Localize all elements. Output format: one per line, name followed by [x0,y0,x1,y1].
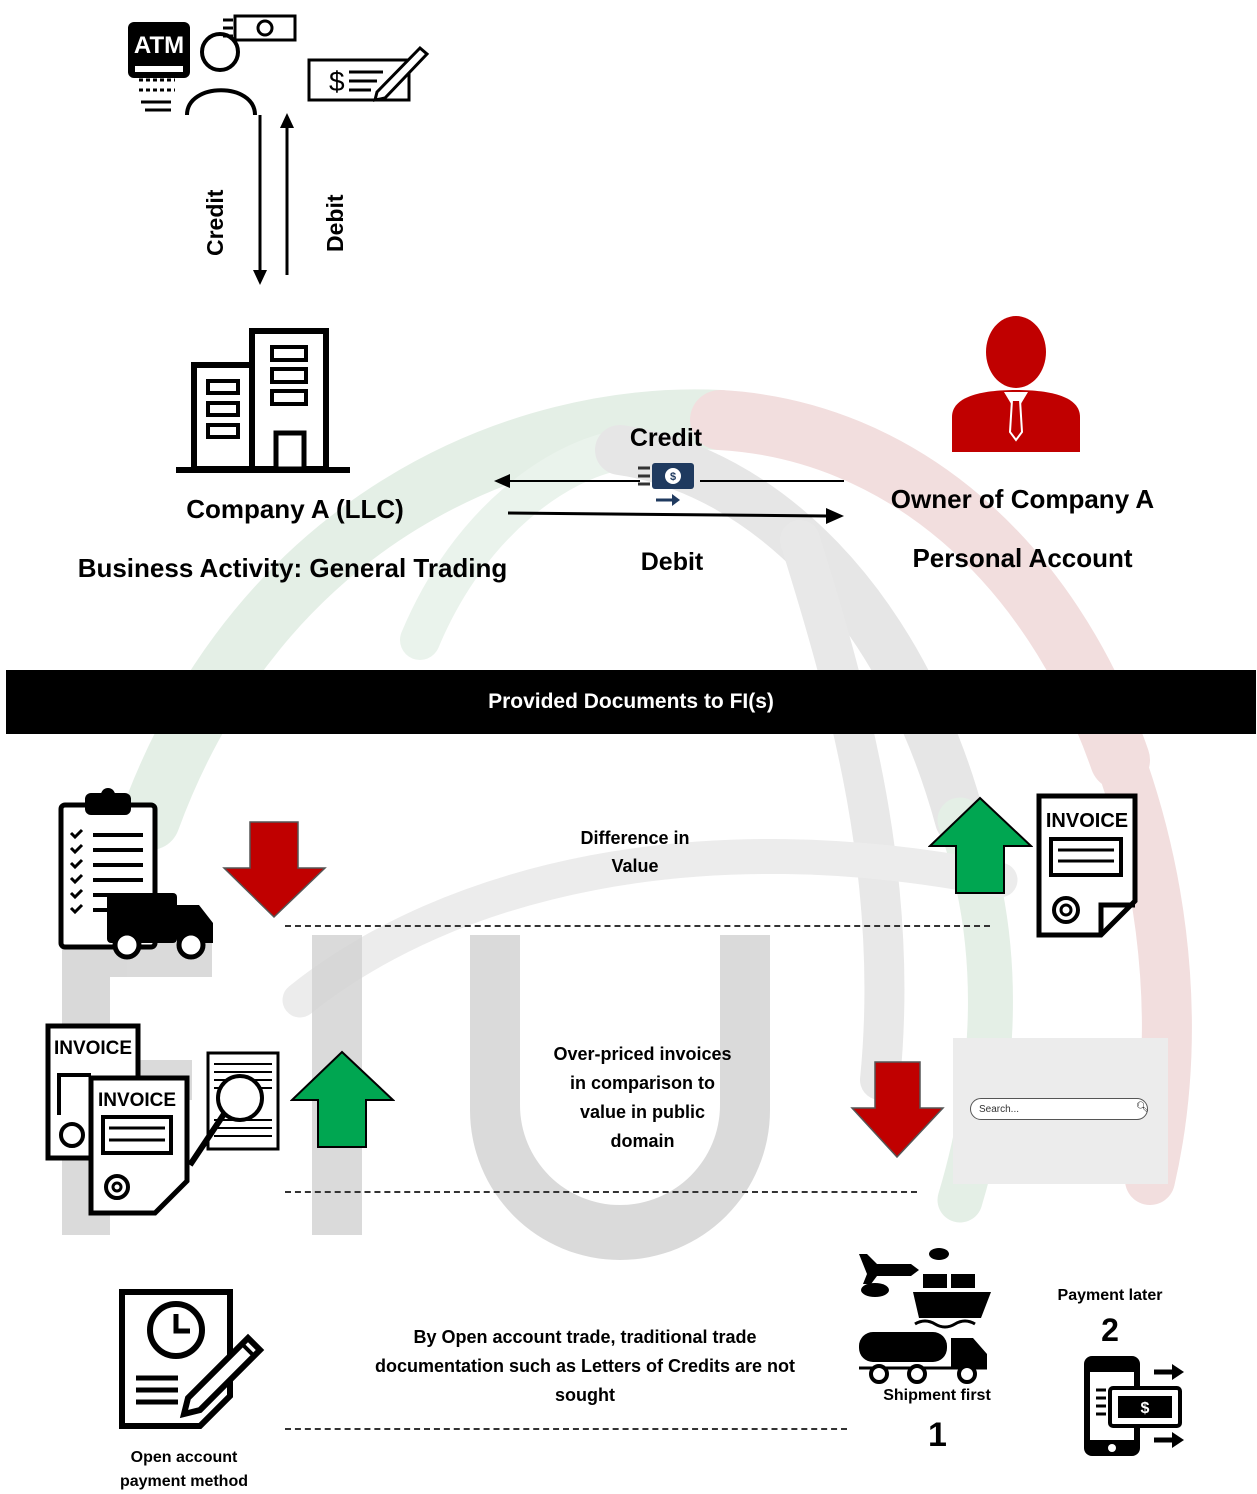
vertical-debit-label: Debit [322,194,348,253]
shipment-number: 1 [928,1416,947,1454]
open-account-text: By Open account trade, traditional trade… [350,1323,820,1410]
double-invoice-icon: INVOICE INVOICE [45,1023,190,1223]
documents-banner: Provided Documents to FI(s) [6,670,1256,734]
open-account-text-line3: sought [555,1385,615,1405]
open-account-label-line2: payment method [119,1473,248,1490]
payment-number: 2 [1101,1312,1119,1348]
difference-text-line1: Difference in [580,828,690,848]
green-up-arrow-1 [928,796,1033,894]
dashed-divider-2 [285,1191,917,1193]
owner-account: Personal Account [912,543,1133,573]
open-account-text-line1: By Open account trade, traditional trade [413,1327,757,1347]
difference-text: Difference in Value [560,824,710,880]
company-activity: Business Activity: General Trading [77,553,508,583]
search-icon[interactable]: 🔍︎ [1136,1102,1149,1113]
red-down-arrow-1 [222,821,327,919]
svg-text:$: $ [1141,1400,1150,1417]
mobile-payment-icon: $ [1080,1352,1190,1465]
money-transfer-icon: $ [636,460,698,515]
dashed-divider-3 [285,1428,847,1430]
overpriced-text: Over-priced invoices in comparison to va… [535,1040,750,1156]
difference-text-line2: Value [611,856,659,876]
public-domain-search-panel: 🔍︎ [953,1038,1168,1184]
dashed-divider-1 [285,925,990,927]
document-search-icon [182,1050,282,1180]
overpriced-text-line4: domain [610,1131,675,1151]
green-up-arrow-2 [290,1050,395,1148]
horizontal-credit-label: Credit [629,424,703,452]
packing-list-delivery-icon [55,785,225,970]
overpriced-text-line2: in comparison to [569,1073,715,1093]
cheque-icon: $ [305,40,435,110]
owner-name: Owner of Company A [890,484,1155,514]
building-icon [172,325,357,480]
svg-text:$: $ [329,66,345,97]
open-account-document-icon [118,1288,268,1438]
atm-person-icon: ATM [125,10,305,125]
banner-title: Provided Documents to FI(s) [488,690,774,713]
invoice-title-front: INVOICE [98,1090,176,1111]
atm-text: ATM [134,32,184,59]
invoice-icon: INVOICE [1036,793,1140,943]
vertical-credit-label: Credit [202,189,228,256]
open-account-label-line1: Open account [130,1449,238,1466]
horizontal-debit-label: Debit [640,548,704,576]
shipment-icon [855,1242,995,1392]
horizontal-flow-arrows [494,474,844,524]
invoice-title-back: INVOICE [54,1038,132,1059]
invoice-title: INVOICE [1046,810,1128,832]
payment-label: Payment later [1057,1287,1163,1304]
overpriced-text-line3: value in public [579,1102,706,1122]
svg-text:$: $ [670,471,676,483]
shipment-label: Shipment first [883,1387,991,1404]
red-down-arrow-2 [850,1061,945,1159]
open-account-label: Open account payment method [100,1446,268,1494]
businessman-icon [950,312,1085,459]
company-name: Company A (LLC) [186,494,404,524]
search-input[interactable] [970,1098,1148,1120]
open-account-text-line2: documentation such as Letters of Credits… [374,1356,796,1376]
overpriced-text-line1: Over-priced invoices [553,1044,732,1064]
vertical-flow-arrows [253,113,294,285]
